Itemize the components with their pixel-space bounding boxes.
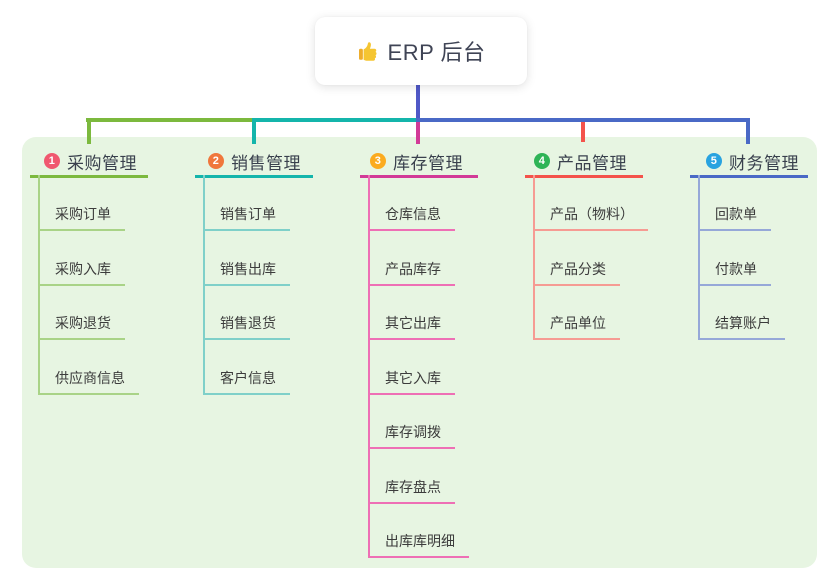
branch-label: 财务管理: [729, 153, 799, 173]
child-topic[interactable]: 其它出库: [368, 313, 455, 340]
child-topic[interactable]: 销售订单: [203, 204, 290, 231]
branch-header-purchase[interactable]: 1 采购管理: [44, 151, 137, 173]
child-topic[interactable]: 采购退货: [38, 313, 125, 340]
child-topic[interactable]: 采购订单: [38, 204, 125, 231]
child-topic[interactable]: 出库库明细: [368, 531, 469, 558]
branch-child-spine: [533, 175, 535, 340]
connector-drop-branch3: [416, 122, 420, 144]
branch-underline: [360, 175, 478, 178]
child-topic[interactable]: 销售出库: [203, 259, 290, 286]
branch-header-product[interactable]: 4 产品管理: [534, 151, 627, 173]
branch-underline: [195, 175, 313, 178]
root-label: ERP 后台: [387, 40, 486, 65]
branch-number-badge: 4: [534, 153, 550, 169]
connector-trunk: [416, 84, 420, 122]
child-topic[interactable]: 销售退货: [203, 313, 290, 340]
child-topic[interactable]: 采购入库: [38, 259, 125, 286]
branch-child-spine: [368, 175, 370, 558]
branches-panel: [22, 137, 817, 568]
connector-bus-green: [86, 118, 254, 122]
connector-drop-branch5: [746, 122, 750, 144]
connector-drop-branch4: [581, 122, 585, 142]
child-topic[interactable]: 产品（物料）: [533, 204, 648, 231]
root-node[interactable]: ERP 后台: [315, 17, 527, 85]
branch-label: 产品管理: [557, 153, 627, 173]
child-topic[interactable]: 回款单: [698, 204, 771, 231]
branch-number-badge: 2: [208, 153, 224, 169]
branch-underline: [690, 175, 808, 178]
child-topic[interactable]: 结算账户: [698, 313, 785, 340]
child-topic[interactable]: 仓库信息: [368, 204, 455, 231]
branch-underline: [525, 175, 643, 178]
child-topic[interactable]: 产品单位: [533, 313, 620, 340]
child-topic[interactable]: 其它入库: [368, 368, 455, 395]
branch-number-badge: 3: [370, 153, 386, 169]
branch-number-badge: 5: [706, 153, 722, 169]
branch-header-finance[interactable]: 5 财务管理: [706, 151, 799, 173]
branch-underline: [30, 175, 148, 178]
branch-header-inventory[interactable]: 3 库存管理: [370, 151, 463, 173]
child-topic[interactable]: 供应商信息: [38, 368, 139, 395]
child-topic[interactable]: 客户信息: [203, 368, 290, 395]
branch-label: 销售管理: [231, 153, 301, 173]
thumbs-up-icon: [357, 40, 379, 62]
branch-child-spine: [698, 175, 700, 340]
connector-bus-blue: [416, 118, 750, 122]
branch-header-sales[interactable]: 2 销售管理: [208, 151, 301, 173]
child-topic[interactable]: 付款单: [698, 259, 771, 286]
branch-label: 采购管理: [67, 153, 137, 173]
connector-drop-branch2: [252, 118, 256, 144]
child-topic[interactable]: 产品分类: [533, 259, 620, 286]
branch-label: 库存管理: [393, 153, 463, 173]
child-topic[interactable]: 产品库存: [368, 259, 455, 286]
child-topic[interactable]: 库存调拨: [368, 422, 455, 449]
child-topic[interactable]: 库存盘点: [368, 477, 455, 504]
branch-number-badge: 1: [44, 153, 60, 169]
connector-bus-teal: [252, 118, 419, 122]
connector-drop-branch1: [87, 118, 91, 144]
